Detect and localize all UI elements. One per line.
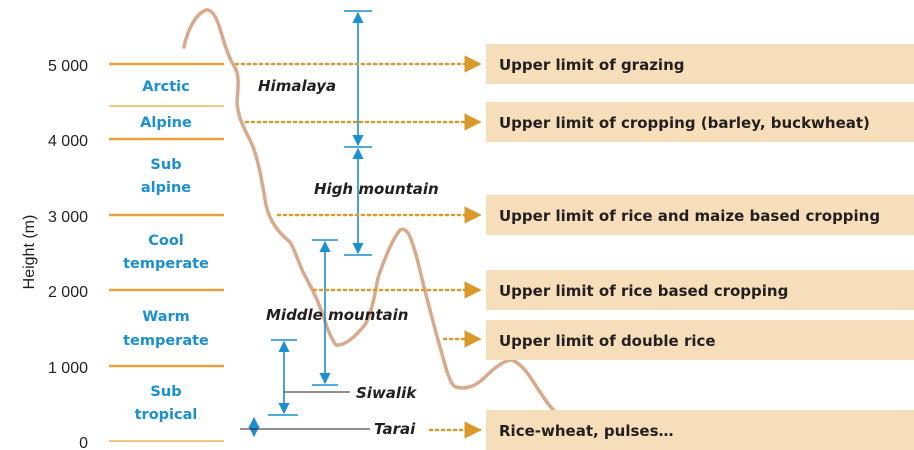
limit-rice-maize: Upper limit of rice and maize based crop… (499, 207, 880, 225)
limit-box-cropping (486, 102, 914, 142)
region-middle-mountain: Middle mountain (266, 306, 409, 324)
y-tick-1000: 1 000 (48, 360, 88, 377)
limit-box-rice (486, 270, 914, 310)
zone-subalpine-line2: alpine (141, 180, 191, 196)
y-tick-2000: 2 000 (48, 284, 88, 301)
y-tick-5000: 5 000 (48, 58, 88, 75)
zone-subtropical-line2: tropical (135, 407, 198, 423)
limit-box-double-rice (486, 320, 914, 360)
zone-subalpine-line1: Sub (150, 157, 181, 173)
region-himalaya: Himalaya (258, 77, 336, 95)
limit-rice: Upper limit of rice based cropping (499, 282, 788, 300)
limit-grazing: Upper limit of grazing (499, 56, 685, 74)
limit-rice-wheat: Rice-wheat, pulses… (499, 422, 674, 440)
zone-boundaries (109, 62, 224, 442)
zone-subtropical-line1: Sub (150, 384, 181, 400)
zone-warm-temperate-line1: Warm (142, 309, 190, 325)
y-tick-0: 0 (79, 435, 88, 450)
limit-box-rice-maize (486, 195, 914, 235)
limit-cropping: Upper limit of cropping (barley, buckwhe… (499, 114, 870, 132)
zone-cool-temperate-line2: temperate (123, 256, 209, 272)
limit-double-rice: Upper limit of double rice (499, 332, 716, 350)
zone-warm-temperate-line2: temperate (123, 333, 209, 349)
terrain-profile (182, 8, 688, 434)
region-high-mountain: High mountain (314, 180, 439, 198)
limit-box-grazing (486, 44, 914, 84)
region-siwalik: Siwalik (356, 384, 417, 402)
y-tick-4000: 4 000 (48, 133, 88, 150)
y-tick-3000: 3 000 (48, 209, 88, 226)
zone-arctic: Arctic (142, 79, 189, 95)
limit-box-rice-wheat (486, 410, 914, 450)
y-axis-label: Height (m) (21, 215, 38, 290)
zone-cool-temperate-line1: Cool (148, 233, 184, 249)
zone-alpine: Alpine (140, 115, 192, 131)
region-tarai: Tarai (374, 420, 416, 438)
